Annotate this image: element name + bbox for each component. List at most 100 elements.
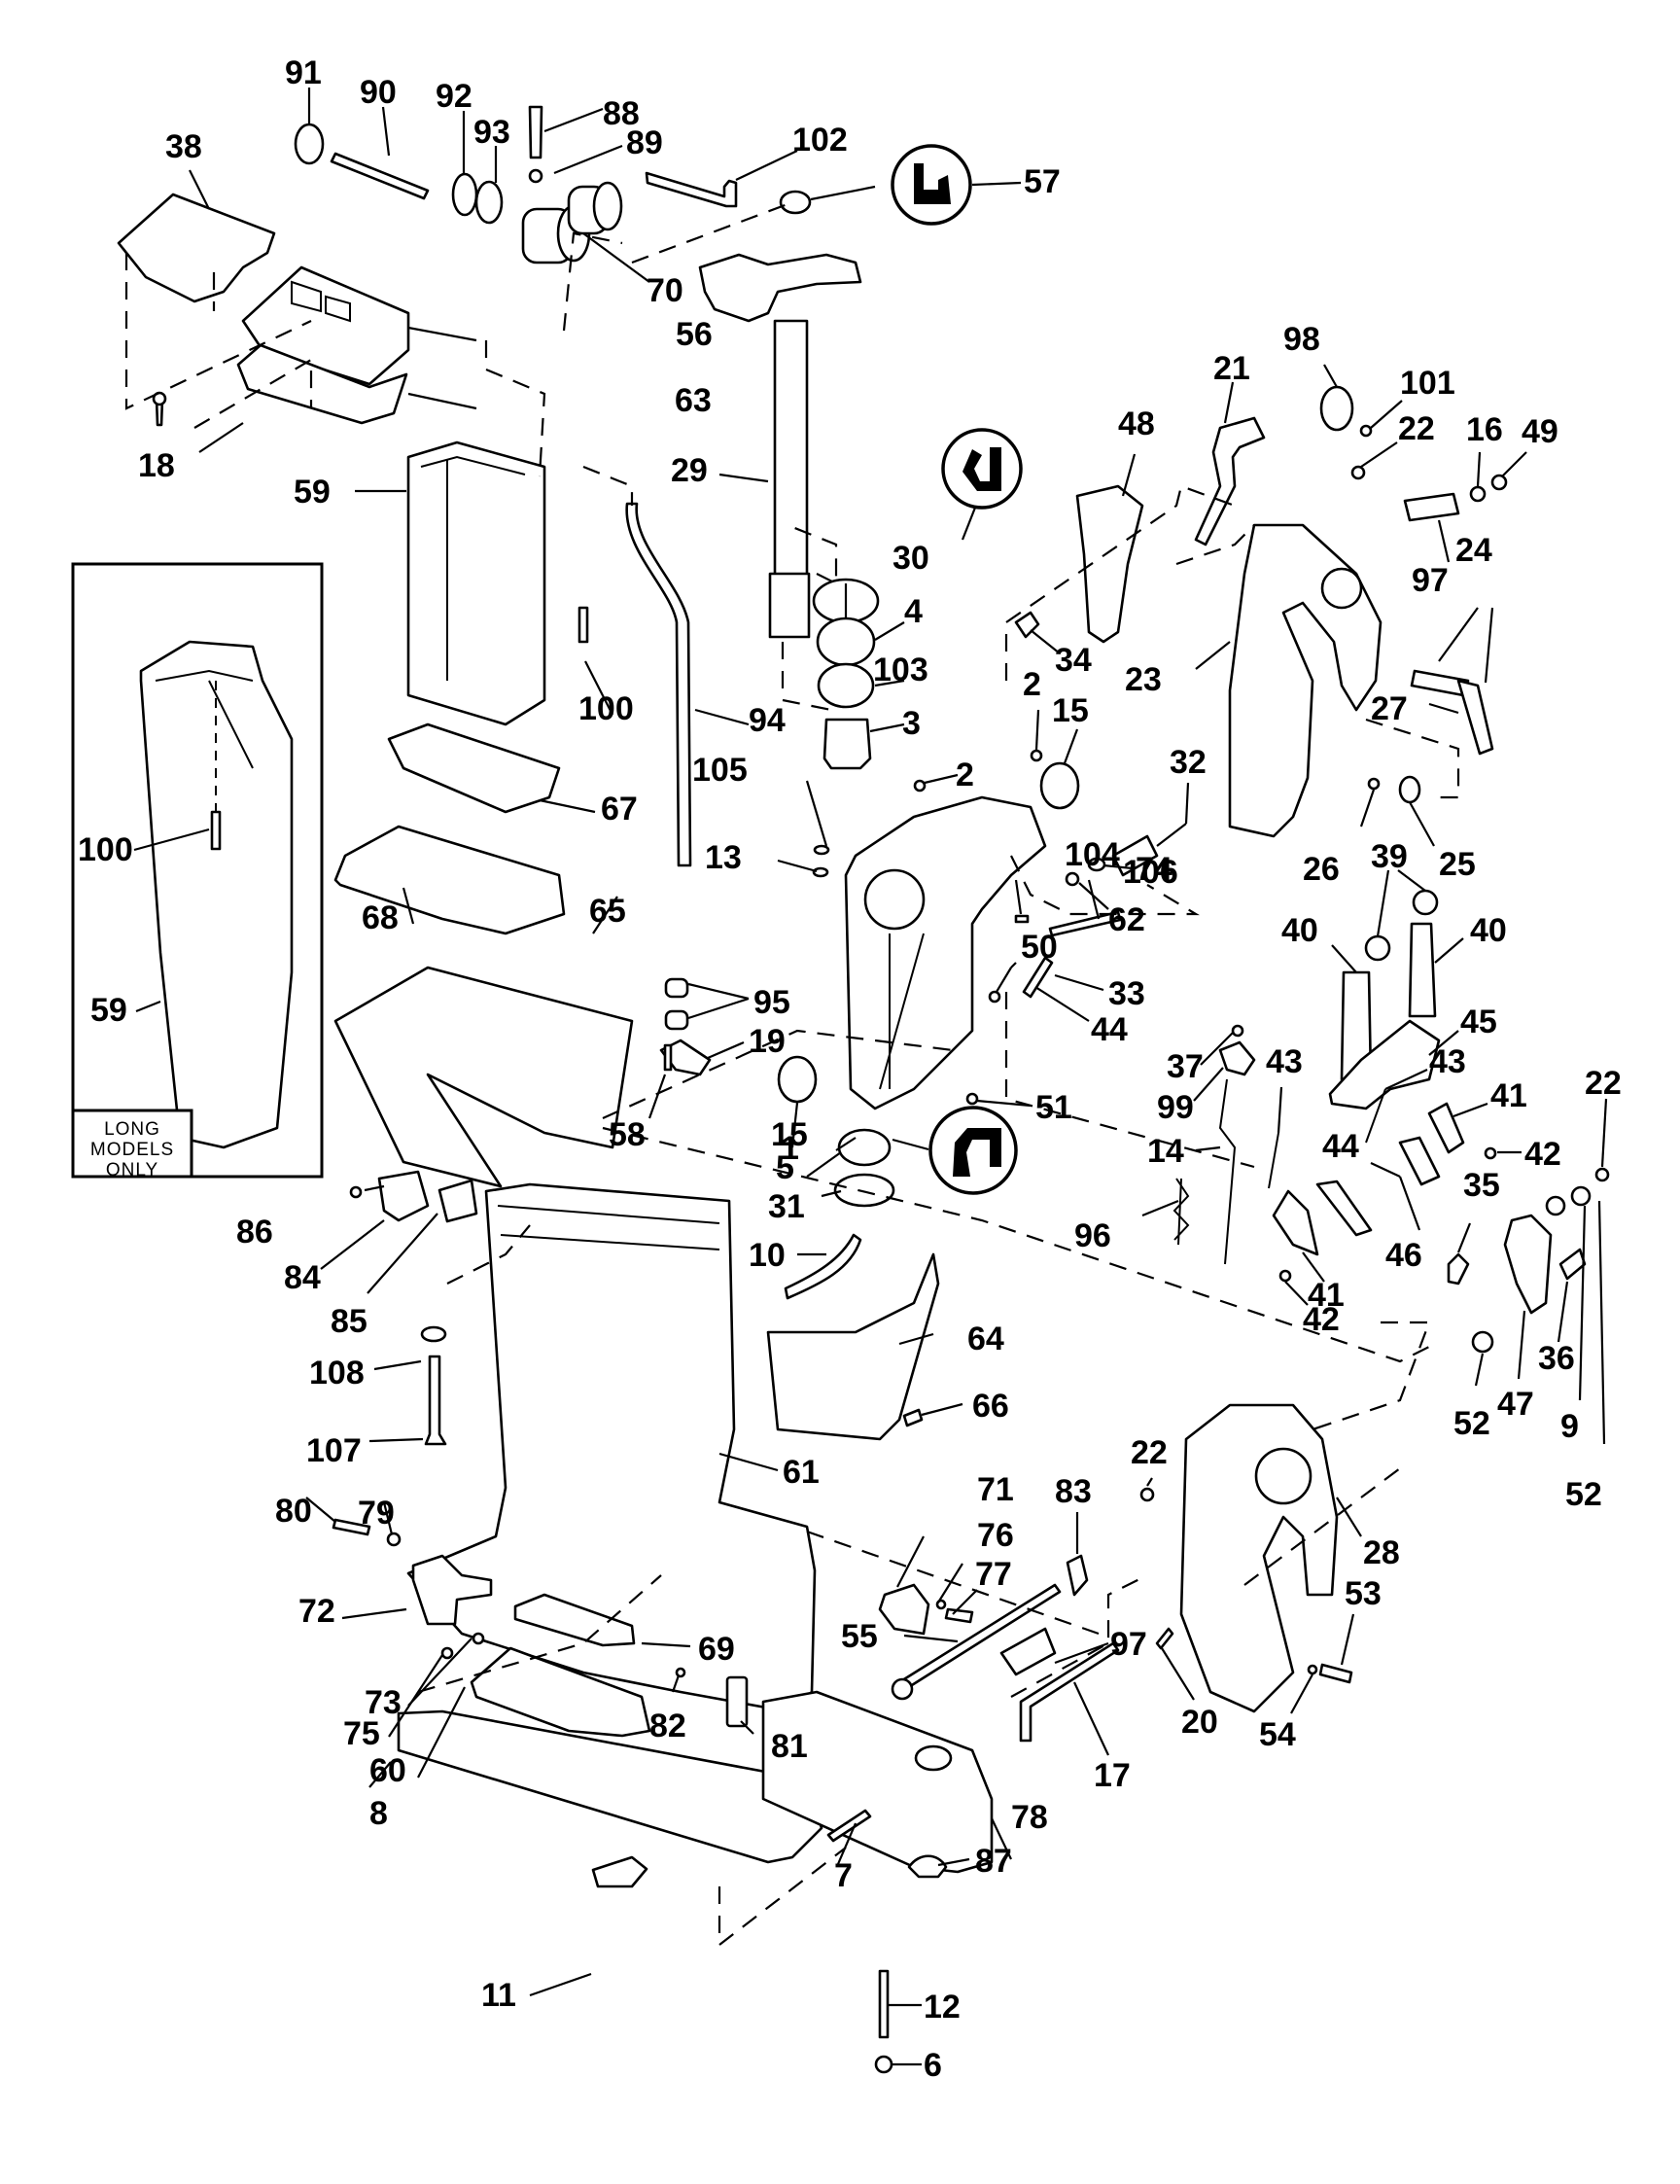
part-41a-lever[interactable] xyxy=(1427,1102,1465,1154)
part-97b-bushing[interactable] xyxy=(999,1627,1057,1676)
part-107-bolt[interactable] xyxy=(424,1355,447,1446)
part-33-pin[interactable] xyxy=(1022,956,1054,999)
part-87-ring[interactable] xyxy=(907,1854,948,1879)
part-48-link[interactable] xyxy=(1075,484,1144,644)
part-15-washer-b[interactable] xyxy=(777,1055,818,1104)
part-15-washer-a[interactable] xyxy=(1039,761,1080,810)
part-92-washer[interactable] xyxy=(451,172,478,217)
part-37[interactable] xyxy=(1231,1024,1244,1038)
part-69-gasket[interactable] xyxy=(513,1593,636,1647)
part-51[interactable] xyxy=(965,1092,979,1106)
part-42b-pin[interactable] xyxy=(1278,1269,1292,1283)
part-58-screw[interactable] xyxy=(663,1043,673,1072)
part-68-seal[interactable] xyxy=(333,825,566,935)
part-54-washer[interactable] xyxy=(1307,1664,1318,1675)
part-66-screw[interactable] xyxy=(902,1408,924,1427)
part-2b[interactable] xyxy=(913,779,927,793)
part-6-nut[interactable] xyxy=(874,2055,893,2074)
inset-part-100-screw[interactable] xyxy=(210,810,222,851)
part-72-switch[interactable] xyxy=(411,1554,493,1626)
part-98-plate[interactable] xyxy=(1319,385,1354,432)
part-101-screw[interactable] xyxy=(1359,424,1373,438)
part-34-bolt[interactable] xyxy=(1014,611,1040,639)
part-38-plate[interactable] xyxy=(117,193,276,303)
part-19-retainer[interactable] xyxy=(659,1039,712,1076)
part-8-plate[interactable] xyxy=(397,1709,823,1864)
part-63-gasket[interactable] xyxy=(236,343,408,425)
part-27-handle[interactable] xyxy=(1456,679,1494,756)
part-89-washer[interactable] xyxy=(528,168,543,184)
part-32-pin[interactable] xyxy=(1111,834,1159,877)
part-21-lever[interactable] xyxy=(1194,416,1266,546)
part-10-seal[interactable] xyxy=(784,1233,862,1300)
part-53-bolt[interactable] xyxy=(1318,1663,1353,1684)
part-2a[interactable] xyxy=(1030,749,1043,762)
part-1-swivel-bracket[interactable] xyxy=(844,795,1047,1110)
part-81-plate[interactable] xyxy=(725,1675,749,1728)
part-65-pan[interactable] xyxy=(333,966,634,1188)
part-62[interactable] xyxy=(1065,871,1080,887)
part-82-screw[interactable] xyxy=(675,1667,686,1678)
part-99-block[interactable] xyxy=(1218,1040,1256,1076)
part-85-plate[interactable] xyxy=(438,1179,478,1223)
part-91-seal[interactable] xyxy=(294,123,325,165)
part-84-grille[interactable] xyxy=(377,1170,430,1222)
part-100-screw[interactable] xyxy=(578,606,589,644)
part-105[interactable] xyxy=(813,844,830,856)
part-22-nut[interactable] xyxy=(1350,465,1366,480)
part-52a-washer[interactable] xyxy=(1471,1330,1494,1354)
part-52b-washer[interactable] xyxy=(1545,1195,1566,1216)
part-96-spring[interactable] xyxy=(1172,1178,1190,1246)
part-95-bushing-b[interactable] xyxy=(664,1009,689,1031)
part-3-bushing[interactable] xyxy=(822,718,872,770)
part-42a-pin[interactable] xyxy=(1484,1146,1497,1160)
part-97a-bolt[interactable] xyxy=(1403,492,1460,522)
part-4-seal[interactable] xyxy=(816,616,876,667)
part-108-washer[interactable] xyxy=(420,1325,447,1343)
part-17-rod[interactable] xyxy=(1019,1641,1120,1743)
part-23-stern-bracket[interactable] xyxy=(1228,523,1382,838)
part-88-bolt[interactable] xyxy=(528,105,543,159)
part-49-nut[interactable] xyxy=(1490,474,1508,491)
part-47-plate[interactable] xyxy=(1503,1214,1553,1315)
part-16-washer[interactable] xyxy=(1469,485,1487,503)
part-86-screw[interactable] xyxy=(349,1185,363,1199)
part-43a-pin[interactable] xyxy=(1268,1132,1279,1189)
part-29-shaft[interactable] xyxy=(773,319,809,624)
part-75-screw[interactable] xyxy=(440,1646,454,1660)
part-22b-nut[interactable] xyxy=(1594,1167,1610,1182)
part-9-washer[interactable] xyxy=(1570,1185,1592,1207)
part-5-seal[interactable] xyxy=(837,1128,892,1167)
part-46b-lever[interactable] xyxy=(1315,1180,1373,1237)
part-31-washer[interactable] xyxy=(833,1173,895,1208)
part-60-plate[interactable] xyxy=(470,1646,651,1738)
part-102-strap[interactable] xyxy=(645,171,738,208)
part-14-rod[interactable] xyxy=(1218,1078,1237,1265)
part-46-lever[interactable] xyxy=(1398,1136,1441,1186)
part-11-cap[interactable] xyxy=(591,1855,648,1888)
part-25-knob[interactable] xyxy=(1398,775,1421,804)
part-39-cap-a[interactable] xyxy=(1364,934,1391,962)
part-71-block[interactable] xyxy=(878,1583,930,1636)
part-57-grommet[interactable] xyxy=(779,190,812,215)
part-26-screw[interactable] xyxy=(1367,777,1381,791)
part-83-clip[interactable] xyxy=(1066,1554,1089,1597)
part-59-exhaust-housing[interactable] xyxy=(406,440,546,726)
part-77-screw[interactable] xyxy=(944,1607,974,1624)
part-35-bolt[interactable] xyxy=(1447,1252,1470,1286)
part-29-steering-arm[interactable] xyxy=(698,253,862,323)
part-90-bolt[interactable] xyxy=(330,152,430,200)
part-41b-lever[interactable] xyxy=(1272,1189,1319,1256)
part-67-gasket[interactable] xyxy=(387,722,561,814)
part-50[interactable] xyxy=(988,990,1001,1004)
part-64-cover[interactable] xyxy=(766,1252,940,1441)
part-79-washer[interactable] xyxy=(386,1532,402,1547)
part-45-plate[interactable] xyxy=(1328,1019,1441,1110)
part-95-bushing-a[interactable] xyxy=(664,977,689,999)
part-94-tube[interactable] xyxy=(625,502,692,867)
part-73-nut[interactable] xyxy=(472,1632,485,1645)
part-78-housing[interactable] xyxy=(761,1690,994,1874)
part-43b-pin[interactable] xyxy=(1365,1088,1386,1144)
part-106-bolt[interactable] xyxy=(1048,910,1122,937)
part-93-washer[interactable] xyxy=(474,180,504,225)
